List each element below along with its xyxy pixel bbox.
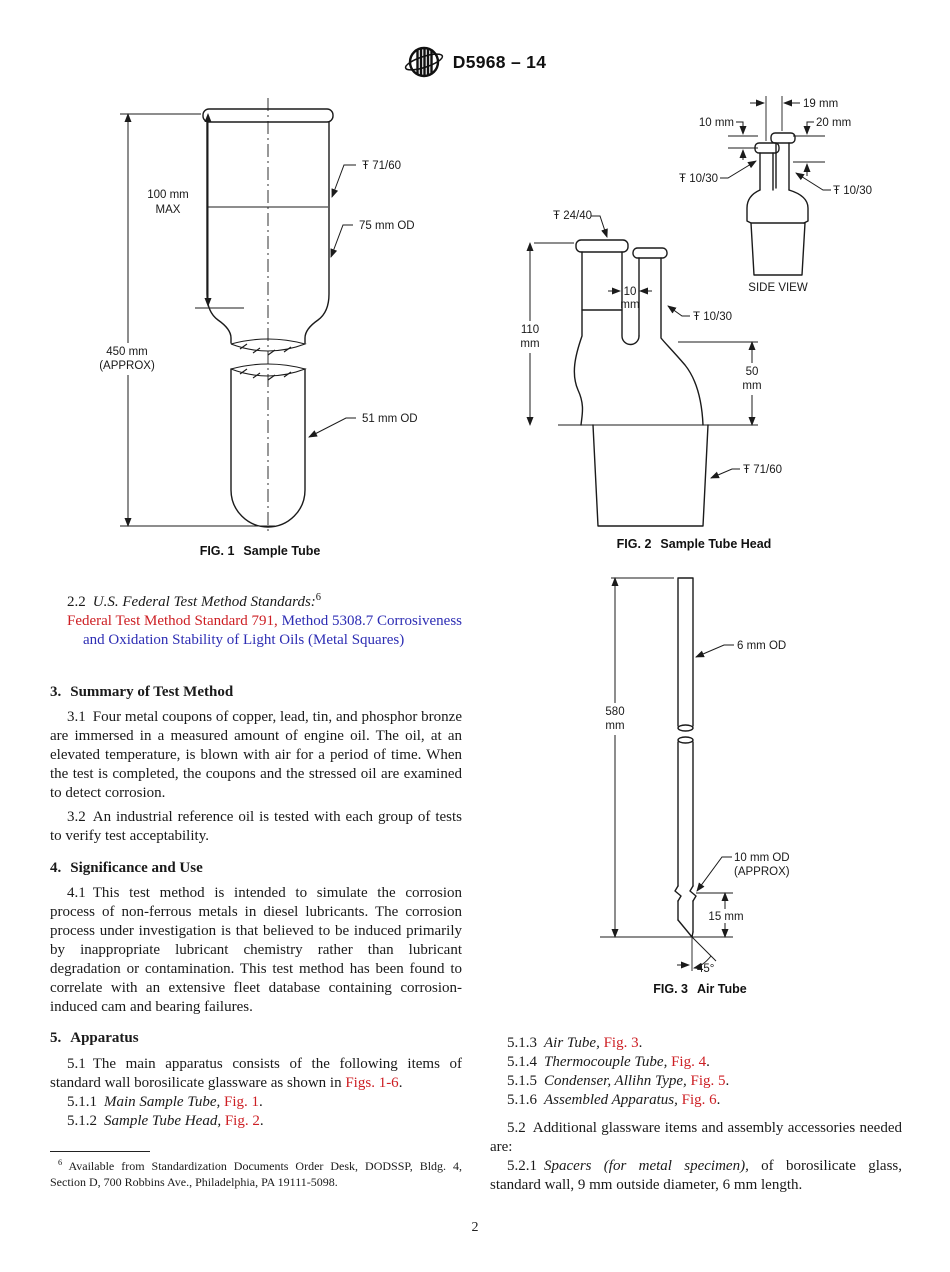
link-fig-2[interactable]: Fig. 2 <box>224 1113 260 1129</box>
dim-label-580-mm: mm <box>605 720 624 732</box>
dim-label-19mm: 19 mm <box>803 98 838 110</box>
fig2-dim-50: 50 mm <box>678 341 767 426</box>
joint-label-10-30-side-right: Ŧ 10/30 <box>833 185 872 197</box>
fig3-angle-45: 45° <box>677 936 717 975</box>
fig2-drawing: 110 mm 50 mm 10 mm Ŧ 24/40 <box>514 96 872 527</box>
fig3-leaders: 6 mm OD 10 mm OD (APPROX) <box>695 640 790 892</box>
dim-label-450mm-approx: (APPROX) <box>100 360 155 372</box>
link-fig-1[interactable]: Fig. 1 <box>224 1094 260 1110</box>
link-fig-4[interactable]: Fig. 4 <box>671 1054 707 1070</box>
angle-label-45: 45° <box>697 963 714 975</box>
fig1-sample-tube: 450 mm (APPROX) 100 mm MAX Ŧ 71/60 75 mm… <box>100 98 460 558</box>
fig3-dim-580: 580 mm <box>600 577 674 938</box>
od-label-10mm: 10 mm OD <box>734 852 790 864</box>
joint-label-71-60: Ŧ 71/60 <box>743 464 782 476</box>
heading-5: 5.Apparatus <box>50 1030 139 1046</box>
fig3-glass-outline <box>674 577 697 938</box>
od-label-51mm: 51 mm OD <box>362 413 418 425</box>
fig1-leaders: Ŧ 71/60 75 mm OD 51 mm OD <box>308 160 418 438</box>
dim-label-100mm: 100 mm <box>147 189 189 201</box>
dim-label-gap10: 10 <box>624 286 637 298</box>
fig2-dim-110: 110 mm <box>514 242 574 426</box>
side-view-label: SIDE VIEW <box>748 282 808 294</box>
fig2-dim-gap10: 10 mm <box>608 286 652 311</box>
page-header: D5968 – 14 <box>0 42 950 82</box>
fig2-sideview-dims: 19 mm 10 mm 20 mm Ŧ 10/30 Ŧ 10/30 SIDE V… <box>679 96 872 294</box>
joint-label-10-30: Ŧ 10/30 <box>693 311 732 323</box>
dim-label-50-mm: mm <box>742 380 761 392</box>
dim-label-100mm-max: MAX <box>156 204 181 216</box>
link-fig-5[interactable]: Fig. 5 <box>690 1073 726 1089</box>
dim-label-10mm-side: 10 mm <box>699 117 734 129</box>
fig3-dim-15: 15 mm <box>696 892 744 938</box>
joint-label-71-60: Ŧ 71/60 <box>362 160 401 172</box>
link-method-5308-7[interactable]: Method 5308.7 Corrosiveness and Oxidatio… <box>83 613 463 648</box>
dim-label-gap10-mm: mm <box>620 299 639 311</box>
link-federal-standard-791[interactable]: Federal Test Method Standard 791, <box>67 613 278 629</box>
fig2-glass-outline <box>573 239 709 527</box>
fig1-dim-450: 450 mm (APPROX) <box>100 113 275 527</box>
joint-label-10-30-side-left: Ŧ 10/30 <box>679 173 718 185</box>
heading-3: 3.Summary of Test Method <box>50 684 234 700</box>
reference-791: Federal Test Method Standard 791, Method… <box>67 612 463 650</box>
fig2-leaders: Ŧ 24/40 Ŧ 10/30 Ŧ 71/60 <box>553 210 782 479</box>
fig1-drawing: 450 mm (APPROX) 100 mm MAX Ŧ 71/60 75 mm… <box>100 98 418 535</box>
fig1-broken-ends <box>230 338 307 381</box>
footnote-ref-6: 6 <box>315 592 322 603</box>
od-label-6mm: 6 mm OD <box>737 640 786 652</box>
dim-label-450mm: 450 mm <box>106 346 148 358</box>
page-number: 2 <box>471 1220 479 1235</box>
link-fig-6[interactable]: Fig. 6 <box>681 1092 717 1108</box>
dim-label-110-mm: mm <box>520 338 539 350</box>
joint-label-24-40: Ŧ 24/40 <box>553 210 592 222</box>
dim-label-15mm: 15 mm <box>708 911 743 923</box>
footnote-rule <box>50 1151 150 1152</box>
od-label-75mm: 75 mm OD <box>359 220 415 232</box>
astm-logo-icon <box>404 46 443 78</box>
dim-label-110: 110 <box>521 324 539 336</box>
doc-number: D5968 – 14 <box>452 51 547 72</box>
footnote-6: 6 Available from Standardization Documen… <box>50 1158 462 1189</box>
dim-label-50: 50 <box>746 366 759 378</box>
fig3-drawing: 580 mm 15 mm 45° 6 mm OD <box>600 577 790 975</box>
fig2-sample-tube-head: 110 mm 50 mm 10 mm Ŧ 24/40 <box>512 88 950 551</box>
od-label-10mm-approx: (APPROX) <box>734 866 790 878</box>
fig1-dim-100: 100 mm MAX <box>147 113 244 309</box>
dim-label-580: 580 <box>605 706 624 718</box>
heading-4: 4.Significance and Use <box>50 860 203 876</box>
fig3-air-tube: 580 mm 15 mm 45° 6 mm OD <box>600 568 930 996</box>
fig2-sideview-glass <box>746 132 809 276</box>
link-figs-1-6[interactable]: Figs. 1-6 <box>345 1075 399 1091</box>
dim-label-20mm-side: 20 mm <box>816 117 851 129</box>
link-fig-3[interactable]: Fig. 3 <box>603 1035 639 1051</box>
